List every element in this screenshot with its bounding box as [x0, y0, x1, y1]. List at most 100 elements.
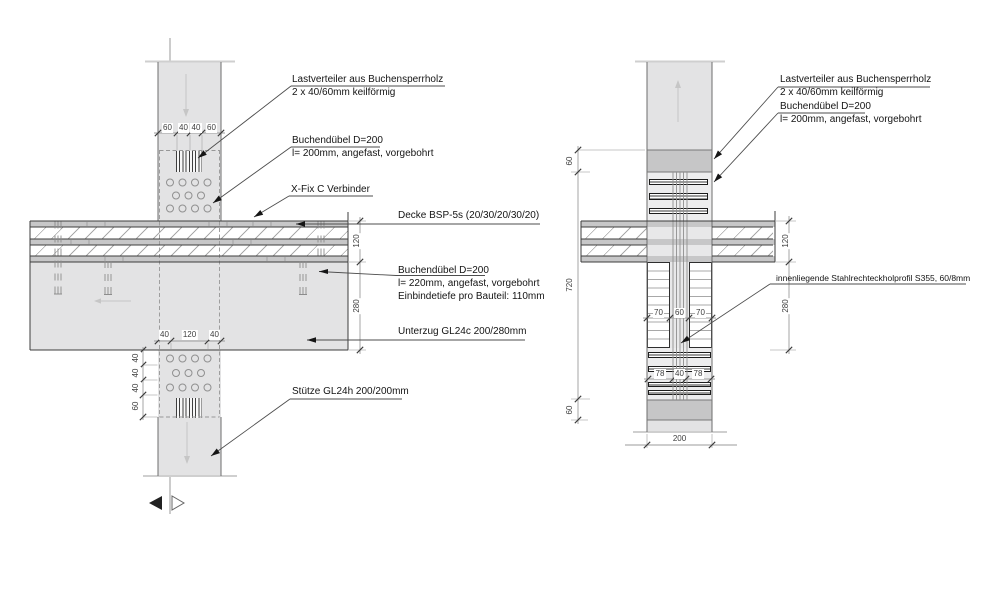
dim-label: 70 [694, 308, 707, 318]
dim-label: 280 [781, 297, 791, 315]
right-deck-clt-layer-1-right [712, 227, 773, 239]
section-cut-marker [149, 495, 185, 511]
grain-direction-arrow-right [675, 80, 681, 122]
grain-direction-arrows-left [94, 74, 190, 464]
label-lastverteiler-left: Lastverteiler aus Buchensperrholz 2 x 40… [292, 74, 443, 99]
left-deck-clt-layer-2 [30, 245, 348, 256]
label-unterzug: Unterzug GL24c 200/280mm [398, 326, 526, 339]
label-line: 2 x 40/60mm keilförmig [292, 86, 396, 98]
right-deck-strip-top [581, 221, 775, 227]
hardwood-wedge-lower [176, 398, 202, 418]
label-line: Decke BSP-5s (20/30/20/30/20) [398, 210, 540, 221]
dim-label: 60 [131, 400, 141, 412]
dim-label: 280 [352, 297, 362, 315]
dim-label: 40 [131, 366, 141, 379]
label-line: innenliegende Stahlrechteckholprofil S35… [776, 273, 971, 283]
right-leader-lines [680, 86, 966, 344]
label-line: l= 220mm, angefast, vorgebohrt [398, 278, 540, 289]
right-deck-outline [580, 211, 776, 263]
left-deck-strip-bottom [30, 256, 348, 262]
left-deck-and-beam-outline [29, 212, 349, 351]
label-line: Buchendübel D=200 [398, 265, 489, 276]
right-load-spreader-band-top [647, 150, 712, 172]
label-line: Unterzug GL24c 200/280mm [398, 326, 527, 337]
right-deck-clt-layer-2-left [581, 245, 647, 256]
left-column-edges [157, 62, 222, 476]
label-line: X-Fix C Verbinder [291, 184, 370, 195]
label-line: Lastverteiler aus Buchensperrholz [780, 74, 932, 85]
label-line: Einbindetiefe pro Bauteil: 110mm [398, 291, 545, 302]
right-band-edges [647, 149, 712, 421]
dowel-bar-lower-3 [648, 382, 711, 387]
label-line: Stütze GL24h 200/200mm [292, 386, 409, 397]
dim-label: 40 [190, 123, 202, 133]
label-stuetze: Stütze GL24h 200/200mm [292, 386, 409, 399]
dim-label: 60 [205, 123, 218, 133]
label-decke: Decke BSP-5s (20/30/20/30/20) [398, 210, 539, 223]
dim-label: 70 [652, 308, 665, 318]
right-dimension-ticks [574, 146, 793, 449]
dim-label: 78 [654, 369, 666, 379]
dowel-bar-upper-1 [649, 179, 708, 185]
right-upper-column [647, 62, 712, 150]
right-deck-strip-bottom [581, 256, 775, 262]
right-deck-center-gap-1 [647, 227, 712, 239]
label-line: l= 200mm, angefast, vorgebohrt [780, 113, 922, 125]
dim-label: 60 [565, 155, 575, 167]
label-line: 2 x 40/60mm keilförmig [780, 86, 884, 98]
left-dimension-ticks [139, 129, 364, 421]
xfix-connector-marks [54, 221, 325, 295]
left-deck-strip-top [30, 221, 348, 227]
left-extension-lines [143, 135, 366, 418]
dim-label: 120 [352, 232, 362, 250]
dim-label: 60 [161, 123, 174, 133]
right-lower-column [647, 420, 712, 432]
right-deck-strip-mid [581, 239, 775, 245]
dowel-bar-lower-4 [648, 390, 711, 395]
hardwood-wedge-upper [176, 151, 202, 172]
right-column-edges [646, 62, 713, 432]
right-dimension-lines [577, 146, 790, 446]
dim-label: 40 [158, 330, 171, 340]
dim-label: 60 [673, 308, 686, 318]
dim-label: 60 [565, 404, 575, 416]
right-break-lines [633, 60, 727, 433]
right-load-spreader-band-bottom [647, 400, 712, 420]
dowel-bar-lower-1 [648, 352, 711, 358]
label-line: Buchendübel D=200 [292, 135, 383, 146]
label-lastverteiler-right: Lastverteiler aus Buchensperrholz 2 x 40… [780, 74, 931, 99]
dowel-bar-upper-3 [649, 208, 708, 214]
dim-label: 720 [565, 276, 575, 294]
dim-label: 40 [673, 369, 686, 379]
label-line: Lastverteiler aus Buchensperrholz [292, 74, 444, 85]
left-dowel-circles [166, 178, 212, 392]
left-deck-clt-layer-1 [30, 227, 348, 239]
label-line: Buchendübel D=200 [780, 101, 871, 112]
left-leader-arrowheads [198, 150, 328, 456]
steel-profile-lines [672, 172, 688, 400]
right-deck-clt-layer-1-left [581, 227, 647, 239]
label-buchenduebel-oben: Buchendübel D=200 l= 200mm, angefast, vo… [292, 135, 433, 160]
label-stahlprofil: innenliegende Stahlrechteckholprofil S35… [776, 273, 970, 284]
dim-label: 40 [131, 381, 141, 394]
left-upper-column [158, 62, 221, 221]
right-deck-center-gap-2 [647, 245, 712, 256]
dim-label: 78 [692, 369, 704, 379]
dim-label: 120 [781, 232, 791, 250]
deck-board-joint-ticks [70, 221, 286, 262]
right-leader-arrowheads [681, 150, 723, 343]
left-hidden-dashed-lines [159, 150, 220, 418]
left-deck-strip-mid [30, 239, 348, 245]
label-buchenduebel-right: Buchendübel D=200 l= 200mm, angefast, vo… [780, 101, 921, 126]
dim-label: 200 [671, 434, 688, 444]
label-buchenduebel-unten: Buchendübel D=200 l= 220mm, angefast, vo… [398, 264, 545, 303]
dim-label: 40 [177, 123, 190, 133]
dim-label: 120 [181, 330, 198, 340]
right-deck-clt-layer-2-right [712, 245, 773, 256]
dowel-bar-upper-2 [649, 193, 708, 200]
label-xfix-verbinder: X-Fix C Verbinder [291, 184, 370, 197]
dim-label: 40 [131, 351, 141, 364]
label-line: l= 200mm, angefast, vorgebohrt [292, 147, 434, 159]
